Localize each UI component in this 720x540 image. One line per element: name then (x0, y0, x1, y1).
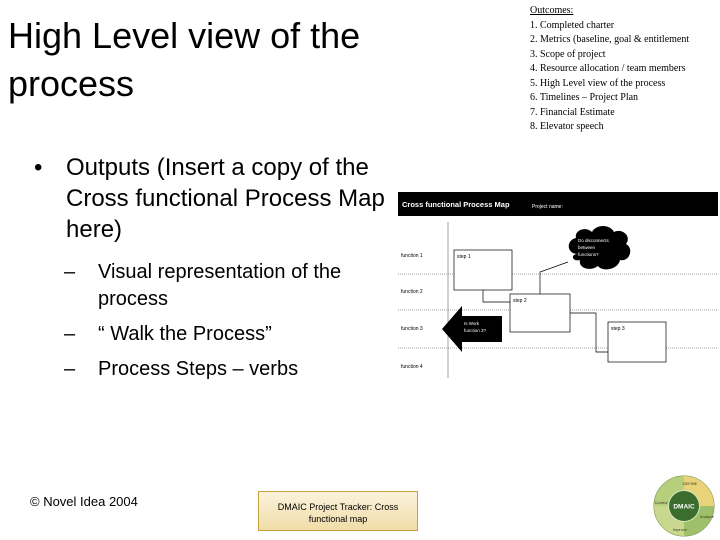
bullet-dot-icon: • (34, 154, 43, 181)
map-header-title: Cross functional Process Map (402, 200, 510, 209)
cloud-text-1: Do disconnects (578, 238, 610, 243)
map-header-bar (398, 192, 718, 216)
logo-label-top: DEFINE (683, 481, 698, 486)
cross-functional-process-map: Cross functional Process Map Project nam… (398, 192, 718, 378)
title-line-2: process (8, 63, 135, 104)
logo-segment-define (684, 476, 714, 506)
outcome-item: 2. Metrics (baseline, goal & entitlement (530, 34, 690, 45)
title-line-1: High Level view of the (8, 15, 361, 56)
flow-connectors (482, 261, 608, 353)
sub-bullet-list: – Visual representation of the process –… (34, 259, 394, 383)
step-label-2: step 2 (513, 298, 527, 304)
logo-center (669, 491, 699, 521)
lane-label-function-1: function 1 (401, 253, 423, 259)
left-arrow-callout (442, 306, 502, 352)
arrow-text-2: function 3? (464, 328, 487, 333)
outcome-item: 4. Resource allocation / team members (530, 63, 686, 74)
dash-icon: – (64, 323, 76, 345)
dmaic-tracker-button[interactable]: DMAIC Project Tracker: Cross functional … (258, 491, 418, 531)
lane-label-function-2: function 2 (401, 289, 423, 295)
lane-label-function-3: function 3 (401, 326, 423, 332)
bullet-text: Outputs (Insert a copy of the Cross func… (66, 154, 385, 243)
arrow-text-1: Is Work (464, 321, 480, 326)
sub-bullet: – Visual representation of the process (64, 259, 394, 313)
logo-label-left: Control (655, 500, 668, 505)
lane-label-function-4: function 4 (401, 364, 423, 370)
map-project-label: Project name: (532, 204, 563, 210)
cloud-text-3: functions? (578, 252, 599, 257)
outcome-item: 7. Financial Estimate (530, 106, 615, 118)
outcome-item: 1. Completed charter (530, 19, 615, 31)
logo-segment-improve (654, 506, 684, 536)
outcome-item: 6. Timelines – Project Plan (530, 92, 639, 103)
cloud-callout (568, 226, 631, 270)
sub-bullet-text: Process Steps – verbs (98, 358, 299, 380)
sub-bullet: – “ Walk the Process” (64, 321, 394, 348)
slide-title: High Level view of the process (8, 12, 360, 108)
logo-center-text: DMAIC (673, 504, 695, 511)
sub-bullet-text: Visual representation of the process (98, 261, 342, 310)
dash-icon: – (64, 261, 76, 283)
outcomes-heading: Outcomes: (530, 5, 574, 16)
logo-label-bottom: Improve (673, 527, 688, 532)
logo-segment-control (654, 476, 684, 506)
sub-bullet: – Process Steps – verbs (64, 356, 394, 383)
copyright-footer: © Novel Idea 2004 (30, 494, 138, 509)
step-label-3: step 3 (611, 326, 625, 332)
outcome-item: 3. Scope of project (530, 48, 606, 60)
outcomes-list: Outcomes: 1. Completed charter 2. Metric… (530, 4, 689, 135)
sub-bullet-text: “ Walk the Process” (98, 323, 272, 345)
bullet-outputs: • Outputs (Insert a copy of the Cross fu… (34, 152, 394, 245)
outcome-item: 5. High Level view of the process (530, 77, 666, 89)
tracker-line-2: functional map (308, 514, 368, 524)
bullet-list: • Outputs (Insert a copy of the Cross fu… (34, 152, 394, 391)
tracker-line-1: DMAIC Project Tracker: Cross (277, 502, 399, 512)
step-box-3 (607, 321, 667, 363)
step-label-1: step 1 (457, 254, 471, 260)
dmaic-cycle-logo: DMAIC DEFINE Control Improve Analyze (653, 475, 715, 537)
logo-segment-analyze (684, 506, 714, 536)
cloud-text-2: between (578, 245, 596, 250)
outcome-item: 8. Elevator speech (530, 121, 604, 132)
logo-label-right: Analyze (700, 514, 715, 519)
dash-icon: – (64, 358, 76, 380)
